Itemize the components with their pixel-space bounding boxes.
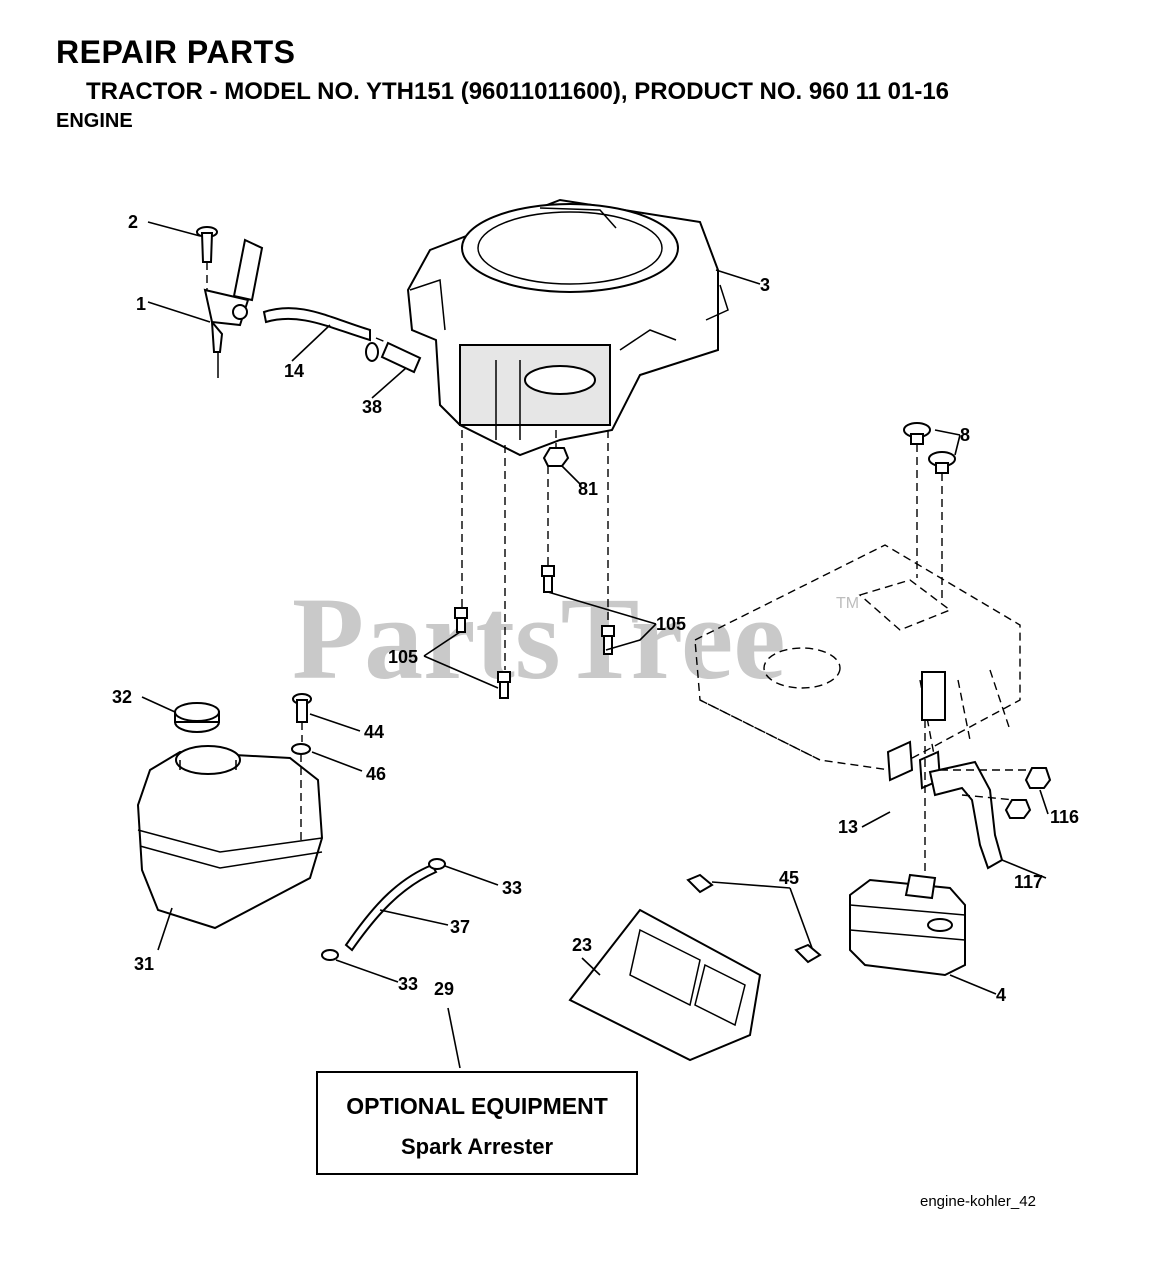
callout-45: 45 <box>779 868 799 888</box>
engine-part <box>406 198 729 457</box>
figure-id: engine-kohler_42 <box>920 1193 1036 1210</box>
fuel-line-part-37 <box>344 863 438 952</box>
callout-44: 44 <box>364 722 384 742</box>
fuel-filter-part <box>365 337 422 374</box>
muffler-part <box>849 873 966 977</box>
exhaust-pipe-part <box>928 760 1030 870</box>
callout-32: 32 <box>112 687 132 707</box>
watermark-trademark: TM <box>836 595 859 612</box>
callout-117: 117 <box>1014 872 1043 892</box>
optional-equipment-label: OPTIONAL EQUIPMENT <box>346 1093 608 1119</box>
callout-4: 4 <box>996 985 1006 1005</box>
heat-shield-part <box>568 908 762 1062</box>
callout-14: 14 <box>284 361 304 381</box>
callout-29: 29 <box>434 979 454 999</box>
callout-13: 13 <box>838 817 858 837</box>
leader-lines <box>141 221 1049 1069</box>
callout-38: 38 <box>362 397 382 417</box>
nut-part-116 <box>1004 767 1052 819</box>
washer-part-46 <box>291 743 311 840</box>
screw-part-2 <box>196 226 218 290</box>
bracket-part <box>921 671 946 880</box>
page-title: REPAIR PARTS <box>56 34 296 70</box>
callout-105b: 105 <box>388 647 418 667</box>
callout-8: 8 <box>960 425 970 445</box>
callout-2: 2 <box>128 212 138 232</box>
throttle-control-part <box>203 238 264 378</box>
callout-1: 1 <box>136 294 146 314</box>
callout-33a: 33 <box>502 878 522 898</box>
bolt-part-45 <box>686 873 822 964</box>
spark-arrester-label: Spark Arrester <box>400 1134 554 1159</box>
callout-3: 3 <box>760 275 770 295</box>
knob-part-8 <box>903 422 956 598</box>
callout-33b: 33 <box>398 974 418 994</box>
fuel-line-part <box>262 307 371 342</box>
optional-equipment-box: OPTIONAL EQUIPMENT Spark Arrester <box>316 1071 638 1175</box>
page-subtitle: TRACTOR - MODEL NO. YTH151 (96011011600)… <box>86 78 950 105</box>
fuel-tank-part <box>136 745 324 930</box>
callout-37: 37 <box>450 917 470 937</box>
fuel-cap-part <box>174 702 220 733</box>
callout-105a: 105 <box>656 614 686 634</box>
clamp-part-33 <box>321 858 446 961</box>
watermark: PartsTree <box>292 573 786 704</box>
callout-116: 116 <box>1050 807 1079 827</box>
callout-46: 46 <box>366 764 386 784</box>
screw-part-44 <box>292 693 312 742</box>
callout-81: 81 <box>578 479 598 499</box>
callout-23: 23 <box>572 935 592 955</box>
callout-31: 31 <box>134 954 154 974</box>
section-title: ENGINE <box>56 110 133 132</box>
